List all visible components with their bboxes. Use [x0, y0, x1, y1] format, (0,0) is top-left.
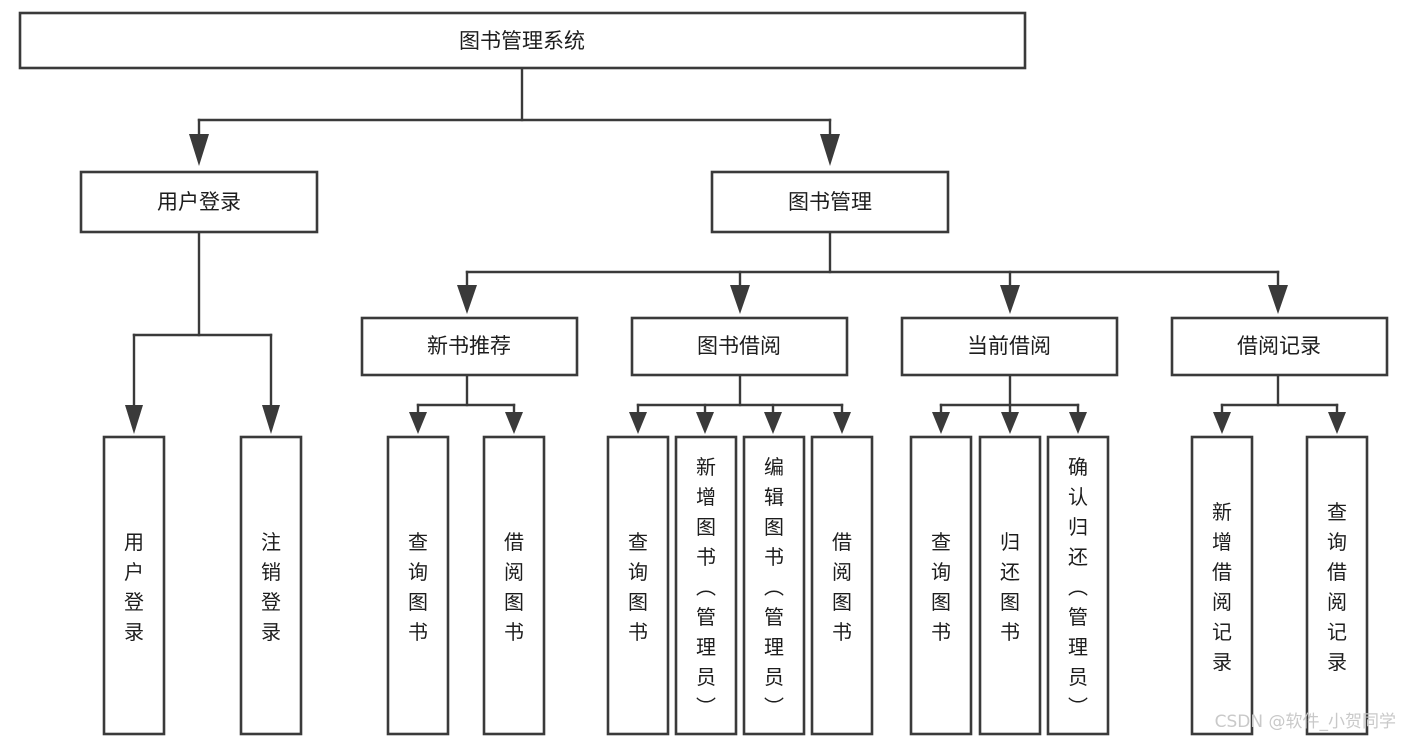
leaf-box-cb-return-book[interactable] [978, 435, 1042, 736]
leaf-node-user-login-logout[interactable]: 注销登录 [239, 435, 303, 736]
leaf-node-cb-confirm-return[interactable]: 确认归还︵管理员︶ [1046, 435, 1110, 736]
leaf-box-bb-edit-book[interactable] [742, 435, 806, 736]
arrowhead-leaf-nbr-1 [409, 412, 427, 434]
node-new-book-recommend-box[interactable] [360, 316, 579, 377]
arrowhead-new-book-recommend [457, 285, 477, 314]
arrowhead-leaf-bb-3 [764, 412, 782, 434]
leaf-node-bb-add-book[interactable]: 新增图书︵管理员︶ [674, 435, 738, 736]
leaf-label-bb-edit-book: 编辑图书︵管理员︶ [764, 455, 784, 719]
leaf-node-bb-edit-book[interactable]: 编辑图书︵管理员︶ [742, 435, 806, 736]
arrowhead-leaf-nbr-2 [505, 412, 523, 434]
node-new-book-recommend[interactable]: 新书推荐 [360, 316, 579, 377]
leaf-node-nbr-query-book[interactable]: 查询图书 [386, 435, 450, 736]
leaf-node-cb-return-book[interactable]: 归还图书 [978, 435, 1042, 736]
node-book-management-box[interactable] [710, 170, 950, 234]
arrowhead-borrow-record [1268, 285, 1288, 314]
leaf-node-bb-query-book[interactable]: 查询图书 [606, 435, 670, 736]
leaf-node-cb-query-book[interactable]: 查询图书 [909, 435, 973, 736]
node-current-borrow-label: 当前借阅 [967, 334, 1051, 358]
arrowhead-book-borrow [730, 285, 750, 314]
connector-group-root [189, 66, 840, 166]
node-borrow-record[interactable]: 借阅记录 [1170, 316, 1389, 377]
node-new-book-recommend-label: 新书推荐 [427, 334, 511, 358]
leaf-label-nbr-query-book: 查询图书 [408, 530, 428, 644]
leaf-label-cb-return-book: 归还图书 [1000, 530, 1020, 644]
node-root-box[interactable] [18, 11, 1027, 70]
connector-group-user-login [125, 230, 280, 434]
arrowhead-leaf-user-login-1 [125, 405, 143, 434]
node-book-borrow-label: 图书借阅 [697, 334, 781, 358]
leaf-label-bb-add-book: 新增图书︵管理员︶ [696, 455, 716, 719]
node-current-borrow-box[interactable] [900, 316, 1119, 377]
arrowhead-book-manage [820, 134, 840, 166]
node-user-login-label: 用户登录 [157, 190, 241, 214]
leaf-label-br-add-record: 新增借阅记录 [1212, 500, 1232, 674]
node-book-borrow-box[interactable] [630, 316, 849, 377]
leaf-box-cb-confirm-return[interactable] [1046, 435, 1110, 736]
arrowhead-leaf-bb-2 [696, 412, 714, 434]
leaf-label-br-query-record: 查询借阅记录 [1327, 500, 1347, 674]
connector-group-borrow-record [1213, 373, 1346, 434]
leaf-box-bb-query-book[interactable] [606, 435, 670, 736]
connector-group-book-borrow [629, 373, 851, 434]
node-book-management-label: 图书管理 [788, 190, 872, 214]
arrowhead-leaf-cb-1 [932, 412, 950, 434]
connector-group-book-manage [457, 230, 1288, 314]
leaf-label-user-login-logout: 注销登录 [261, 530, 281, 644]
leaf-node-nbr-borrow-book[interactable]: 借阅图书 [482, 435, 546, 736]
leaf-label-cb-confirm-return: 确认归还︵管理员︶ [1068, 455, 1088, 719]
connector-group-current-borrow [932, 373, 1087, 434]
leaf-node-br-query-record[interactable]: 查询借阅记录 [1305, 435, 1369, 736]
leaf-box-bb-borrow-book[interactable] [810, 435, 874, 736]
arrowhead-user-login [189, 134, 209, 166]
arrowhead-leaf-cb-2 [1001, 412, 1019, 434]
leaf-box-br-add-record[interactable] [1190, 435, 1254, 736]
leaf-box-user-login-logout[interactable] [239, 435, 303, 736]
arrowhead-leaf-bb-1 [629, 412, 647, 434]
node-user-login-box[interactable] [79, 170, 319, 234]
leaf-box-nbr-query-book[interactable] [386, 435, 450, 736]
leaf-node-user-login-login[interactable]: 用户登录 [102, 435, 166, 736]
csdn-watermark: CSDN @软件_小贺同学 [1215, 712, 1396, 732]
arrowhead-leaf-br-1 [1213, 412, 1231, 434]
leaf-node-br-add-record[interactable]: 新增借阅记录 [1190, 435, 1254, 736]
arrowhead-leaf-user-login-2 [262, 405, 280, 434]
leaf-box-cb-query-book[interactable] [909, 435, 973, 736]
arrowhead-leaf-cb-3 [1069, 412, 1087, 434]
leaf-label-bb-query-book: 查询图书 [628, 530, 648, 644]
leaf-label-bb-borrow-book: 借阅图书 [832, 530, 852, 644]
leaf-label-user-login-login: 用户登录 [124, 530, 144, 644]
leaf-box-br-query-record[interactable] [1305, 435, 1369, 736]
connector-group-new-book-recommend [409, 373, 523, 434]
leaf-box-nbr-borrow-book[interactable] [482, 435, 546, 736]
leaf-node-bb-borrow-book[interactable]: 借阅图书 [810, 435, 874, 736]
leaf-label-cb-query-book: 查询图书 [931, 530, 951, 644]
leaf-box-user-login-login[interactable] [102, 435, 166, 736]
arrowhead-leaf-bb-4 [833, 412, 851, 434]
node-user-login[interactable]: 用户登录 [79, 170, 319, 234]
node-borrow-record-box[interactable] [1170, 316, 1389, 377]
leaf-box-bb-add-book[interactable] [674, 435, 738, 736]
node-book-management[interactable]: 图书管理 [710, 170, 950, 234]
node-book-borrow[interactable]: 图书借阅 [630, 316, 849, 377]
node-root-book-management-system[interactable]: 图书管理系统 [18, 11, 1027, 70]
leaf-label-nbr-borrow-book: 借阅图书 [504, 530, 524, 644]
node-current-borrow[interactable]: 当前借阅 [900, 316, 1119, 377]
arrowhead-leaf-br-2 [1328, 412, 1346, 434]
node-root-label: 图书管理系统 [459, 29, 585, 53]
node-borrow-record-label: 借阅记录 [1237, 334, 1321, 358]
arrowhead-current-borrow [1000, 285, 1020, 314]
